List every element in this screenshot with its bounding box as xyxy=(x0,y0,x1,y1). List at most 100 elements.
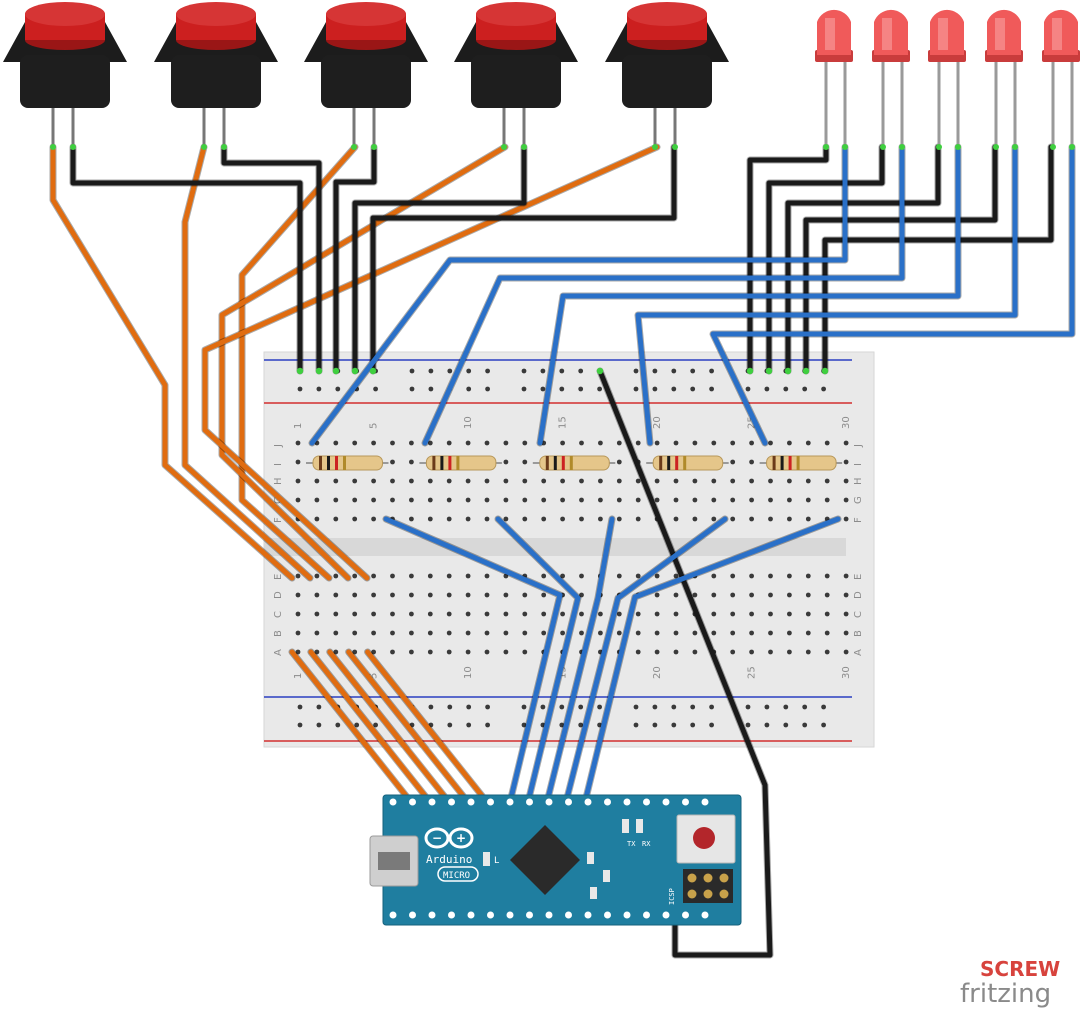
breadboard-hole xyxy=(409,478,414,484)
breadboard-hole xyxy=(673,516,679,522)
breadboard-hole xyxy=(598,516,603,522)
rail-hole xyxy=(652,722,658,728)
connection-point xyxy=(802,367,810,375)
breadboard-hole xyxy=(503,592,509,598)
breadboard-hole xyxy=(579,630,584,636)
breadboard-hole xyxy=(427,497,433,503)
rail-hole xyxy=(633,722,639,728)
rail-hole xyxy=(671,704,677,710)
row-label: A xyxy=(853,649,864,656)
arduino-model: MICRO xyxy=(443,871,470,881)
icsp-pin xyxy=(687,873,697,883)
breadboard-hole xyxy=(503,649,509,655)
rail-hole xyxy=(802,386,808,392)
led-l-indicator xyxy=(483,852,490,866)
resistor-body xyxy=(766,455,837,471)
breadboard-hole xyxy=(503,573,509,579)
breadboard-hole xyxy=(843,516,849,522)
resistor-body xyxy=(539,455,610,471)
rail-hole xyxy=(578,722,584,728)
breadboard-hole xyxy=(635,611,641,617)
breadboard-hole xyxy=(787,592,792,598)
arduino-pin xyxy=(623,911,631,919)
breadboard-hole xyxy=(616,630,622,636)
arduino-pin xyxy=(506,911,514,919)
icsp-pin xyxy=(719,873,729,883)
resistor-band xyxy=(683,456,687,470)
breadboard-hole xyxy=(749,630,754,636)
arduino-logo-icon: − + xyxy=(424,827,474,849)
row-label: H xyxy=(853,477,864,485)
rail-hole xyxy=(597,722,602,728)
arduino-pin xyxy=(662,911,670,919)
breadboard-hole xyxy=(805,611,811,617)
led xyxy=(872,9,910,150)
breadboard-hole xyxy=(787,440,792,446)
breadboard-hole xyxy=(427,516,433,522)
breadboard-hole xyxy=(371,630,376,636)
rail-hole xyxy=(671,722,677,728)
breadboard-hole xyxy=(427,611,433,617)
rail-hole xyxy=(745,704,751,710)
arduino-pin xyxy=(662,798,670,806)
row-label: E xyxy=(853,574,864,580)
column-label: 1 xyxy=(293,423,304,429)
rail-hole xyxy=(559,704,565,710)
button-cap-top xyxy=(176,2,256,26)
push-button xyxy=(304,2,428,150)
breadboard-hole xyxy=(654,649,660,655)
breadboard-hole xyxy=(711,478,717,484)
breadboard-hole xyxy=(314,592,320,598)
button-cap-top xyxy=(476,2,556,26)
breadboard-hole xyxy=(805,630,811,636)
rail-hole xyxy=(485,386,490,392)
breadboard-hole xyxy=(654,611,660,617)
black-wire xyxy=(747,144,829,374)
rail-hole xyxy=(690,722,696,728)
gnd-wire xyxy=(597,368,773,958)
breadboard-hole xyxy=(371,497,376,503)
rail-hole xyxy=(316,704,322,710)
breadboard-hole xyxy=(787,497,792,503)
breadboard-hole xyxy=(787,611,792,617)
arduino-pin xyxy=(428,798,436,806)
breadboard-hole xyxy=(352,630,358,636)
connection-point xyxy=(1069,144,1075,150)
breadboard-hole xyxy=(560,497,565,503)
arduino-pin xyxy=(448,798,455,806)
breadboard-hole xyxy=(484,516,490,522)
breadboard-hole xyxy=(409,592,414,598)
breadboard-hole xyxy=(427,478,433,484)
breadboard-hole xyxy=(787,516,792,522)
breadboard-hole xyxy=(843,497,849,503)
resistor-band xyxy=(553,456,557,470)
connection-point xyxy=(880,144,886,150)
breadboard-hole xyxy=(446,440,452,446)
breadboard-hole xyxy=(673,440,679,446)
rail-hole xyxy=(409,368,415,374)
led-highlight xyxy=(882,18,892,50)
rail-hole xyxy=(354,722,360,728)
rail-hole xyxy=(783,704,789,710)
connection-point xyxy=(596,367,604,375)
breadboard-hole xyxy=(616,478,622,484)
breadboard-hole xyxy=(805,573,811,579)
breadboard-hole xyxy=(843,630,849,636)
column-label: 15 xyxy=(558,666,569,679)
led-highlight xyxy=(1052,18,1062,50)
row-label: E xyxy=(273,574,284,580)
breadboard-hole xyxy=(787,630,792,636)
rail-hole xyxy=(447,368,453,374)
breadboard-hole xyxy=(371,573,376,579)
breadboard-hole xyxy=(352,497,358,503)
breadboard-hole xyxy=(711,497,717,503)
breadboard-hole xyxy=(390,649,395,655)
rail-hole xyxy=(652,386,658,392)
arduino-pins xyxy=(389,798,709,919)
black-wire xyxy=(785,144,941,374)
reset-button-cap xyxy=(693,827,715,849)
row-label: J xyxy=(853,444,864,448)
resistor-band xyxy=(448,456,452,470)
column-label: 25 xyxy=(747,666,758,679)
breadboard-hole xyxy=(522,459,528,465)
